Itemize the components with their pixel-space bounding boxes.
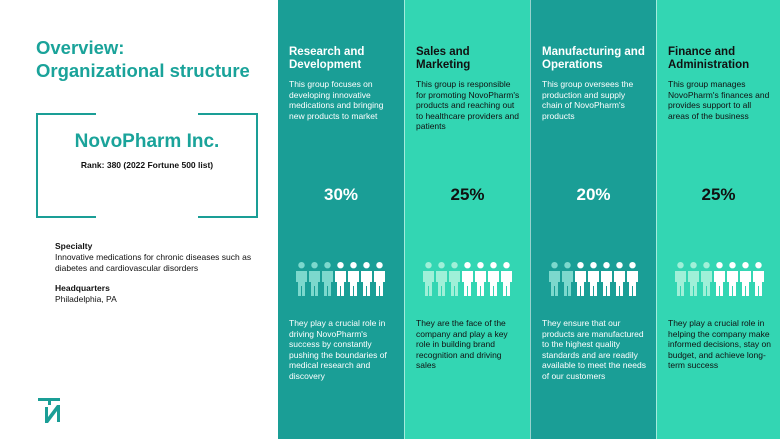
- group-percent: 25%: [701, 185, 736, 204]
- person-figure: [462, 262, 473, 296]
- people-icon: [296, 262, 387, 296]
- group-description: This group is responsible for promoting …: [416, 79, 520, 131]
- person-figure: [361, 262, 372, 296]
- person-figure: [488, 262, 499, 296]
- frame-line: [198, 216, 258, 218]
- group-impact: They are the face of the company and pla…: [416, 318, 508, 370]
- person-figure: [562, 262, 573, 296]
- person-figure: [335, 262, 346, 296]
- frame-line: [36, 113, 38, 218]
- person-figure: [714, 262, 725, 296]
- group-column-sales: Sales and Marketing This group is respon…: [404, 0, 530, 439]
- person-figure: [475, 262, 486, 296]
- group-column-finance: Finance and Administration This group ma…: [656, 0, 780, 439]
- group-impact: They ensure that our products are manufa…: [542, 318, 646, 381]
- headquarters-label: Headquarters: [55, 283, 110, 293]
- person-figure: [727, 262, 738, 296]
- brand-logo-icon: [37, 396, 61, 424]
- company-name: NovoPharm Inc.: [74, 131, 220, 152]
- person-figure: [588, 262, 599, 296]
- person-figure: [348, 262, 359, 296]
- slide-title: Overview: Organizational structure: [36, 36, 286, 82]
- person-figure: [449, 262, 460, 296]
- frame-line: [256, 113, 258, 218]
- person-figure: [296, 262, 307, 296]
- company-card: NovoPharm Inc. Rank: 380 (2022 Fortune 5…: [36, 113, 258, 218]
- person-figure: [740, 262, 751, 296]
- group-percent: 20%: [576, 185, 611, 204]
- company-details: Specialty Innovative medications for chr…: [55, 241, 260, 314]
- group-title: Manufacturing and Operations: [542, 46, 645, 71]
- people-icon: [423, 262, 514, 296]
- people-icon: [675, 262, 766, 296]
- person-figure: [753, 262, 764, 296]
- specialty-label: Specialty: [55, 241, 93, 251]
- group-column-research: Research and Development This group focu…: [278, 0, 404, 439]
- person-figure: [501, 262, 512, 296]
- group-description: This group oversees the production and s…: [542, 79, 634, 121]
- person-figure: [575, 262, 586, 296]
- person-figure: [688, 262, 699, 296]
- slide-title-line2: Organizational structure: [36, 60, 250, 81]
- person-figure: [549, 262, 560, 296]
- person-figure: [374, 262, 385, 296]
- person-figure: [701, 262, 712, 296]
- group-title: Research and Development: [289, 46, 365, 71]
- person-figure: [322, 262, 333, 296]
- headquarters-value: Philadelphia, PA: [55, 294, 117, 304]
- headquarters-block: Headquarters Philadelphia, PA: [55, 283, 260, 305]
- specialty-block: Specialty Innovative medications for chr…: [55, 241, 260, 274]
- frame-line: [198, 113, 258, 115]
- slide-title-line1: Overview:: [36, 37, 125, 58]
- people-icon: [549, 262, 640, 296]
- specialty-value: Innovative medications for chronic disea…: [55, 252, 252, 273]
- group-impact: They play a crucial role in driving Novo…: [289, 318, 387, 381]
- person-figure: [309, 262, 320, 296]
- company-rank: Rank: 380 (2022 Fortune 500 list): [80, 160, 214, 170]
- group-description: This group manages NovoPharm's finances …: [668, 79, 770, 121]
- person-figure: [627, 262, 638, 296]
- group-title: Finance and Administration: [668, 46, 750, 71]
- person-figure: [423, 262, 434, 296]
- frame-line: [36, 113, 96, 115]
- person-figure: [436, 262, 447, 296]
- person-figure: [675, 262, 686, 296]
- group-percent: 25%: [450, 185, 485, 204]
- person-figure: [614, 262, 625, 296]
- group-impact: They play a crucial role in helping the …: [668, 318, 771, 370]
- group-column-manufacturing: Manufacturing and Operations This group …: [530, 0, 656, 439]
- frame-line: [36, 216, 96, 218]
- group-description: This group focuses on developing innovat…: [289, 79, 384, 121]
- group-percent: 30%: [323, 185, 359, 204]
- person-figure: [601, 262, 612, 296]
- group-title: Sales and Marketing: [416, 46, 471, 71]
